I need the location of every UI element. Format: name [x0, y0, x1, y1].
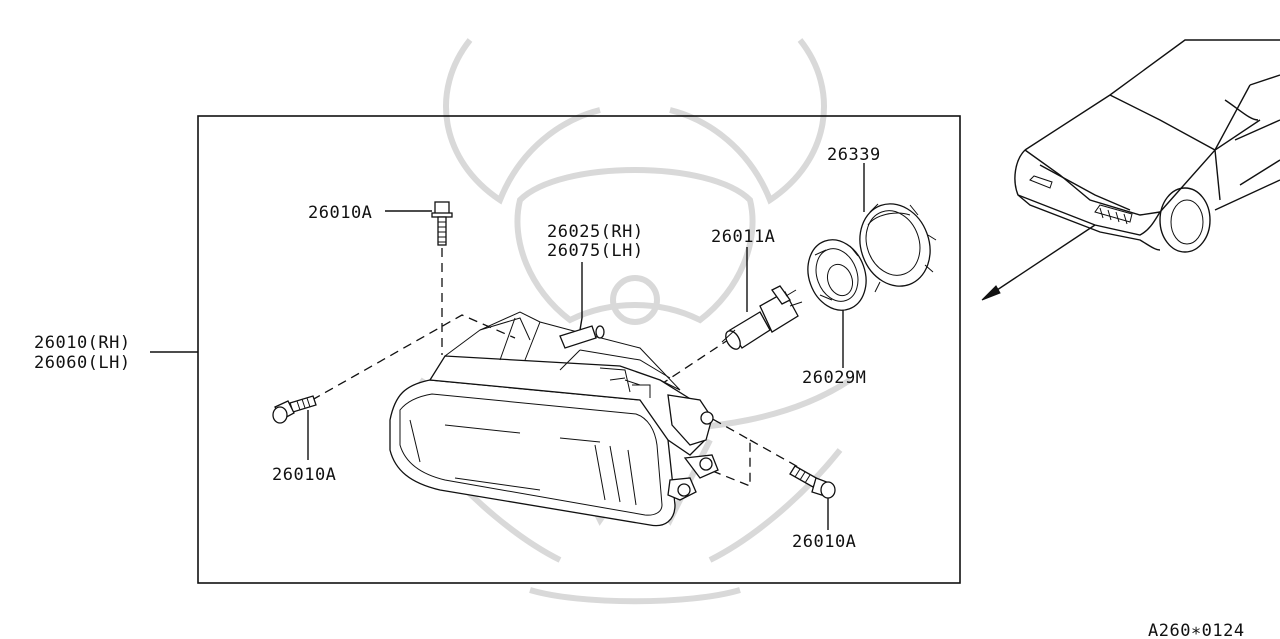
car-front-view-icon	[1014, 39, 1280, 253]
callout-bolt-top: 26010A	[308, 203, 372, 223]
callout-cap: 26339	[827, 145, 881, 165]
callout-bulb: 26011A	[711, 227, 775, 247]
leader-housing	[579, 262, 583, 331]
callout-bolt-right: 26010A	[792, 532, 856, 552]
dash-bulb	[659, 339, 729, 386]
diagram-frame	[197, 115, 961, 584]
dust-cap-icon	[859, 203, 937, 293]
bolt-top-icon	[431, 201, 453, 246]
bulb-socket-icon	[807, 239, 867, 311]
bulb-icon	[721, 285, 803, 350]
dash-left-bolt	[311, 314, 516, 401]
callout-socket: 26029M	[802, 368, 866, 388]
bolt-left-icon	[272, 395, 317, 424]
callout-housing-lh: 26075(LH)	[547, 241, 644, 261]
direction-arrow-icon	[981, 224, 1096, 301]
callout-bolt-left: 26010A	[272, 465, 336, 485]
dash-right-bolt	[699, 411, 801, 487]
callout-housing-rh: 26025(RH)	[547, 222, 644, 242]
callout-assembly-rh: 26010(RH)	[34, 333, 131, 353]
headlamp-assembly-icon	[389, 311, 719, 527]
callout-assembly-lh: 26060(LH)	[34, 353, 131, 373]
bolt-right-icon	[789, 465, 836, 499]
diagram-code: A260∗0124	[1148, 621, 1245, 639]
